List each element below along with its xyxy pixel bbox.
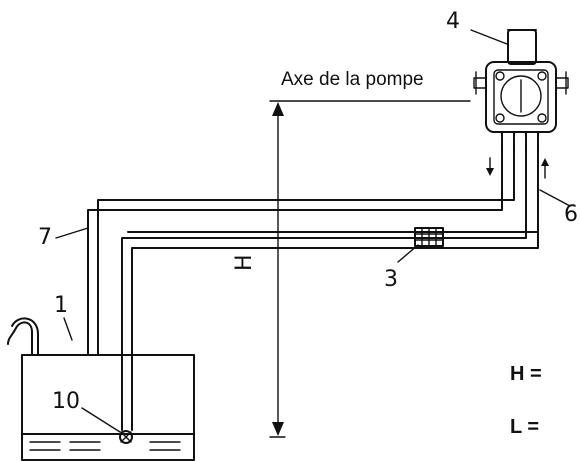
suction-line <box>121 147 539 431</box>
height-label: H <box>232 254 257 271</box>
height-dimension <box>269 100 471 438</box>
foot-valve <box>119 430 133 444</box>
tank <box>7 317 195 461</box>
return-line <box>87 147 515 356</box>
formula-l: L = <box>510 416 539 438</box>
pump-pipe-stubs <box>501 131 539 149</box>
filter <box>414 227 444 247</box>
label-3: 3 <box>384 267 398 292</box>
flow-down-arrow <box>486 157 494 176</box>
leader-lines <box>55 29 571 433</box>
label-4: 4 <box>446 9 460 34</box>
label-7: 7 <box>38 225 52 250</box>
label-6: 6 <box>564 202 578 227</box>
label-1: 1 <box>54 293 68 318</box>
flow-up-arrow <box>541 158 549 179</box>
formula-h: H = <box>510 363 542 385</box>
label-10: 10 <box>52 389 80 414</box>
burner-pump <box>473 29 569 133</box>
pump-axis-label: Axe de la pompe <box>281 69 424 90</box>
